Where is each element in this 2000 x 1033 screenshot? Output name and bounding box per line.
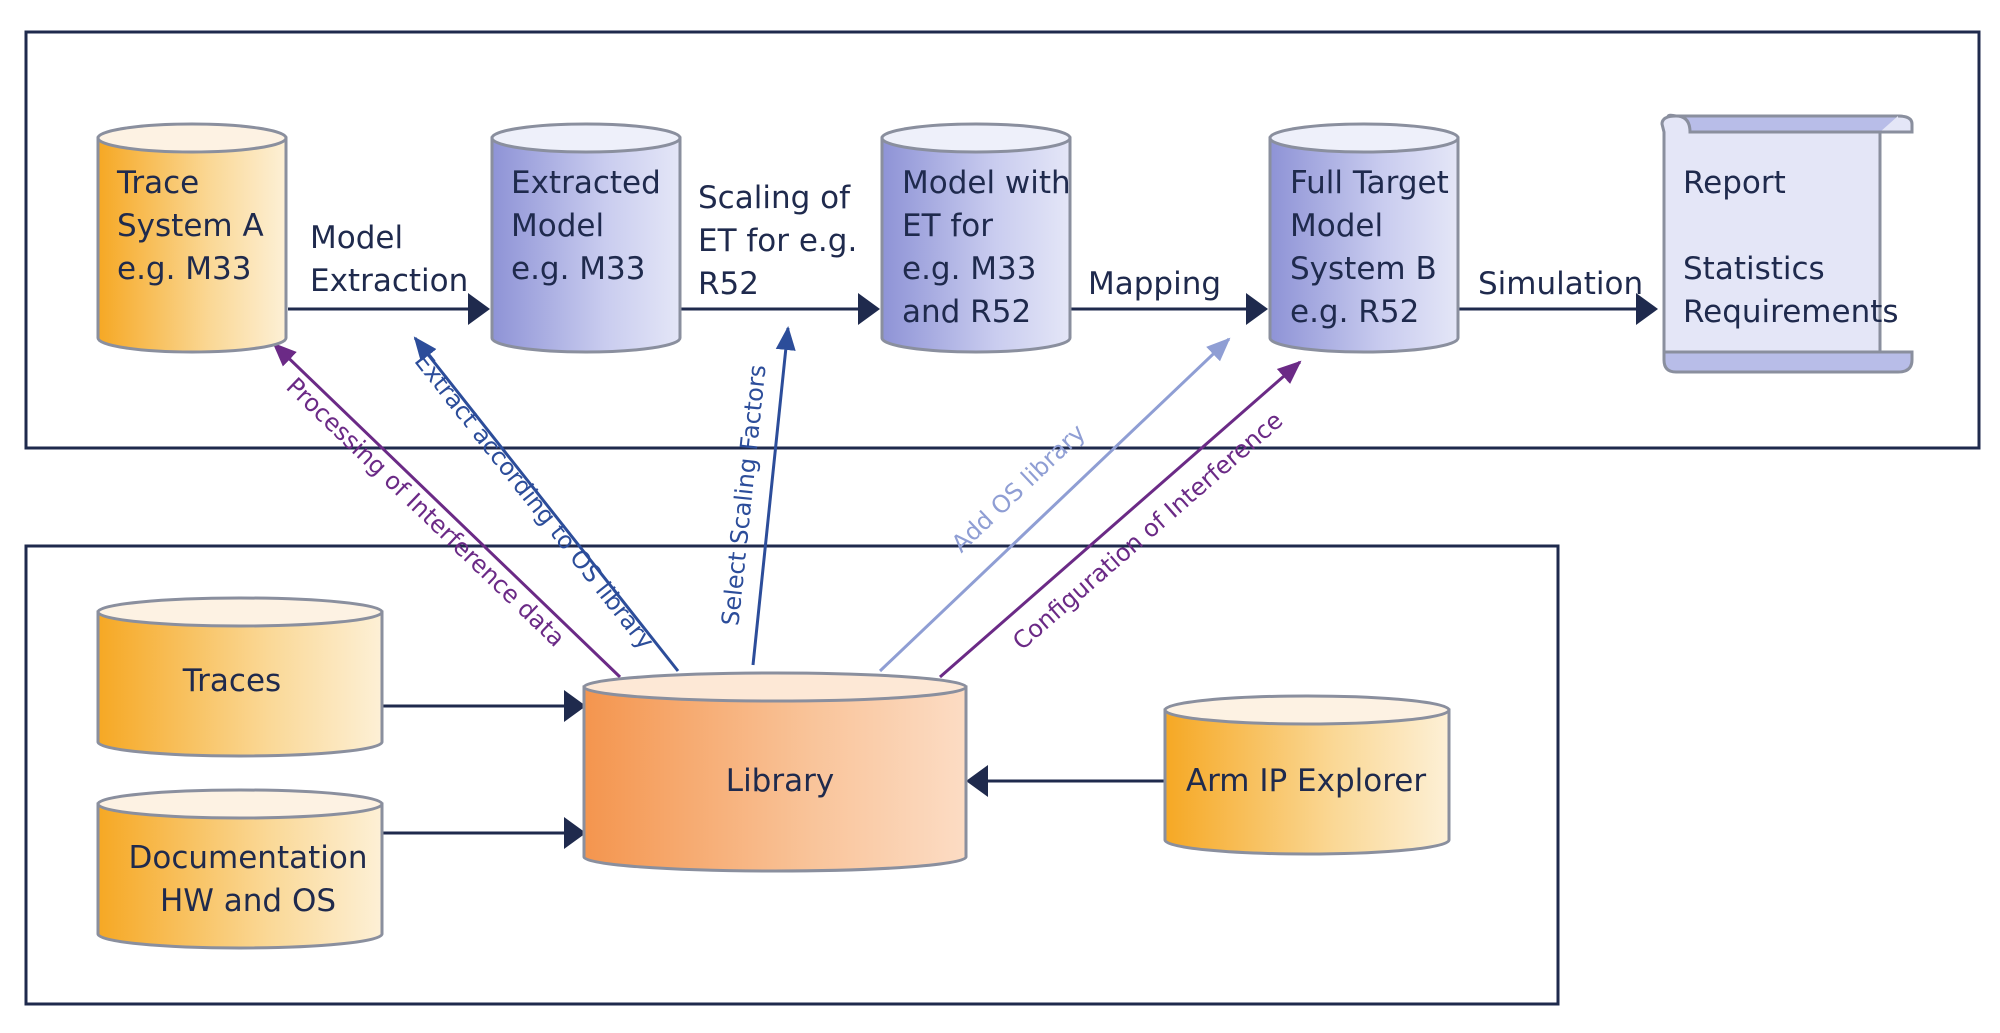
cylinder-top — [96, 788, 384, 820]
pipeline-frame — [24, 30, 1981, 450]
cylinder-body — [1163, 708, 1451, 856]
add-os-arrow — [878, 337, 1231, 673]
documentation-database — [96, 788, 384, 950]
cylinder-body — [880, 136, 1072, 354]
traces-database — [96, 596, 384, 758]
cylinder-top — [490, 122, 682, 154]
extract-os-arrow — [413, 336, 680, 672]
cylinder-top — [880, 122, 1072, 154]
extracted-model-database — [490, 122, 682, 354]
flow-arrows — [288, 293, 1658, 849]
library-database — [582, 671, 968, 873]
report-document — [1660, 113, 1914, 374]
cylinder-body — [96, 610, 384, 758]
cylinder-top — [582, 671, 968, 703]
cylinder-body — [490, 136, 682, 354]
processing-arrow — [272, 342, 622, 679]
cylinder-body — [582, 685, 968, 873]
cylinder-body — [96, 802, 384, 950]
arm-ip-label: Arm IP Explorer — [1186, 763, 1426, 799]
add-os-arrow-label: Add OS library — [946, 418, 1091, 557]
library-frame — [24, 544, 1560, 1006]
cylinder-body — [1268, 136, 1460, 354]
cylinder-top — [96, 596, 384, 628]
simulation-label: Simulation — [1478, 266, 1643, 302]
cylinder-body — [96, 136, 288, 354]
trace-system-a-database — [96, 122, 288, 354]
cylinder-top — [1268, 122, 1460, 154]
full-target-model-database — [1268, 122, 1460, 354]
select-scaling-arrow — [751, 326, 796, 666]
traces-label: Traces — [182, 663, 281, 699]
library-arrows — [272, 326, 1302, 679]
select-scaling-arrow-label: Select Scaling Factors — [716, 363, 771, 627]
model-with-et-database — [880, 122, 1072, 354]
cylinder-top — [96, 122, 288, 154]
cylinder-top — [1163, 694, 1451, 726]
library-label: Library — [726, 763, 834, 799]
mapping-label: Mapping — [1088, 266, 1221, 302]
arm-ip-explorer-database — [1163, 694, 1451, 856]
config-interference-arrow — [939, 360, 1302, 679]
